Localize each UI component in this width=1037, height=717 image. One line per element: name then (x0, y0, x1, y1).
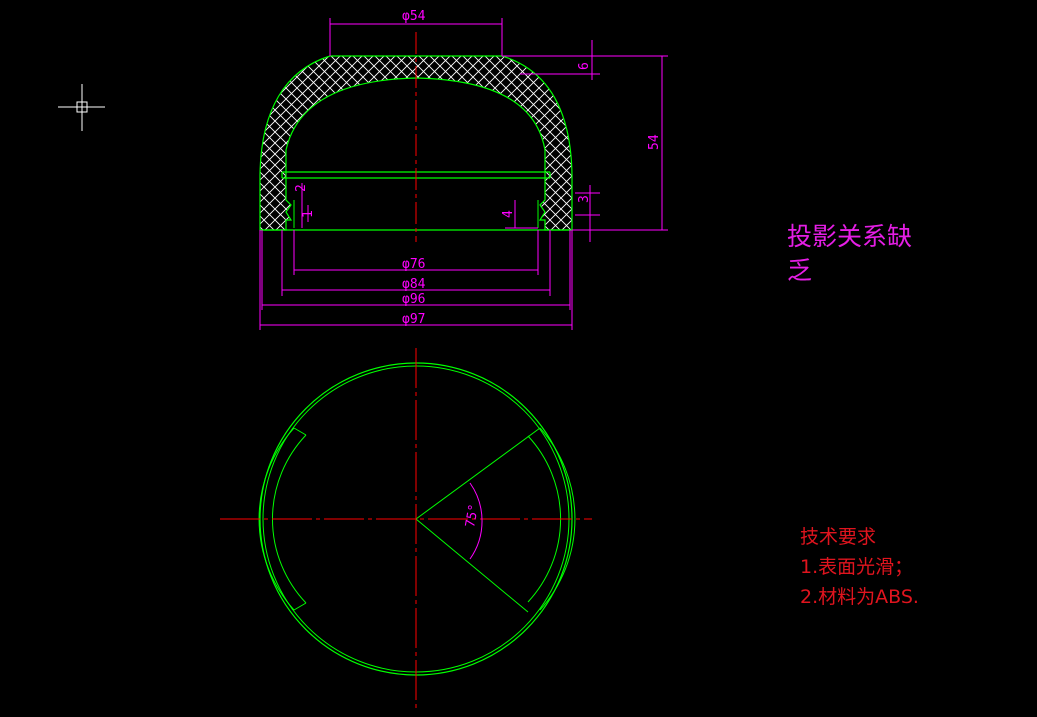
top-view: 75° (220, 348, 592, 710)
dim-groove-top: 2 (294, 184, 309, 192)
dim-d76: φ76 (402, 257, 425, 272)
note-line-1: 投影关系缺 (787, 222, 913, 251)
dim-d84: φ84 (402, 277, 426, 292)
missing-projection-note: 投影关系缺 乏 (787, 220, 912, 288)
crosshair-cursor-icon (58, 84, 105, 131)
dim-angle: 75° (463, 503, 482, 529)
tech-req-title: 技术要求 (800, 526, 877, 548)
dim-groove-bottom: 1 (301, 210, 316, 218)
dim-groove-offset: 3 (577, 195, 592, 203)
dim-height: 54 (647, 134, 662, 150)
dim-groove-depth: 4 (501, 210, 516, 218)
dim-d96: φ96 (402, 292, 425, 307)
technical-requirements: 技术要求 1.表面光滑； 2.材料为ABS. (800, 522, 919, 612)
tech-req-item: 2.材料为ABS. (800, 586, 919, 608)
note-line-2: 乏 (787, 256, 813, 285)
front-section-view: φ54 6 54 3 2 1 4 (259, 9, 668, 330)
dim-top-width: φ54 (402, 9, 426, 24)
dim-d97: φ97 (402, 312, 425, 327)
tech-req-item: 1.表面光滑； (800, 556, 914, 578)
dim-wall-thickness: 6 (577, 62, 592, 70)
